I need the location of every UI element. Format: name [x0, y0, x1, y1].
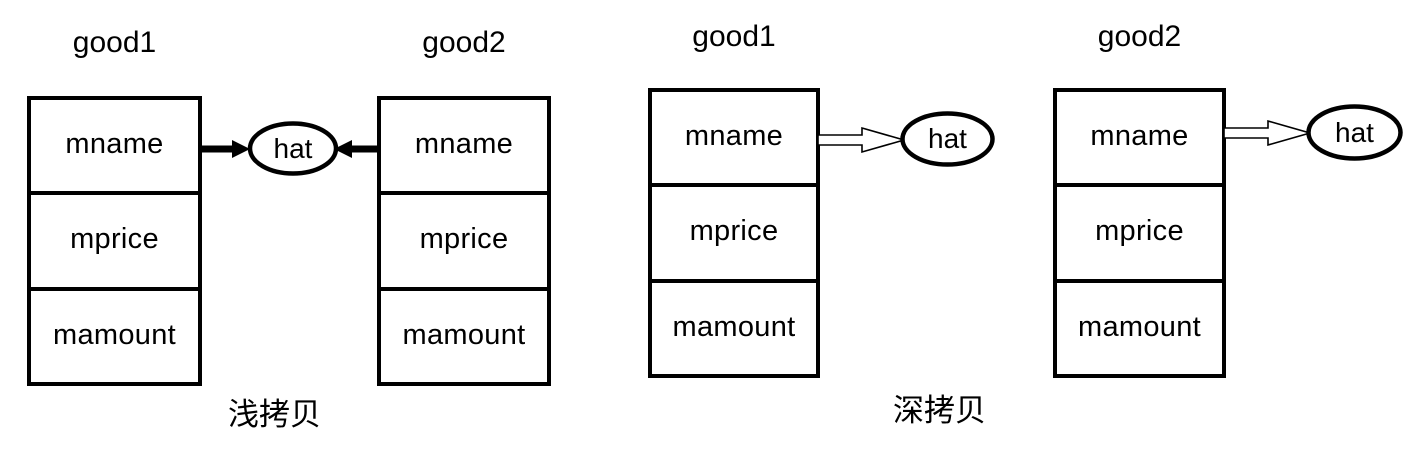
box-title-deep-good2: good2 — [1097, 20, 1182, 53]
box-title-shallow-good1: good1 — [72, 26, 157, 59]
struct-row: mprice — [31, 195, 198, 291]
ellipse-label: hat — [928, 123, 967, 154]
struct-row: mname — [31, 100, 198, 196]
field-label: mamount — [53, 318, 176, 351]
field-label: mprice — [70, 223, 159, 256]
struct-row: mprice — [381, 195, 547, 291]
arrow-deep-good2-to-hat — [1223, 116, 1313, 150]
caption-deep-copy: 深拷贝 — [893, 393, 986, 429]
field-label: mname — [414, 128, 514, 161]
struct-row: mamount — [652, 283, 816, 374]
struct-row: mprice — [1057, 187, 1222, 283]
struct-row: mname — [1057, 92, 1222, 188]
struct-row: mamount — [31, 291, 198, 382]
struct-box-shallow-good2: mname mprice mamount — [377, 96, 551, 386]
box-title-shallow-good2: good2 — [422, 26, 506, 59]
ellipse-node-shallow-hat: hat — [247, 121, 339, 176]
field-label: mname — [1090, 120, 1189, 153]
field-label: mprice — [419, 223, 509, 256]
caption-shallow-copy: 浅拷贝 — [228, 397, 321, 433]
field-label: mprice — [689, 215, 779, 248]
struct-row: mamount — [381, 291, 547, 382]
struct-box-shallow-good1: mname mprice mamount — [27, 96, 202, 386]
field-label: mamount — [1078, 310, 1201, 343]
struct-row: mname — [652, 92, 816, 188]
field-label: mname — [65, 128, 164, 161]
arrow-shallow-good2-to-hat — [334, 133, 380, 165]
field-label: mprice — [1095, 215, 1184, 248]
ellipse-label: hat — [273, 132, 313, 164]
field-label: mamount — [672, 310, 796, 343]
struct-row: mname — [381, 100, 547, 196]
ellipse-node-deep-good2-hat: hat — [1305, 104, 1404, 161]
arrow-shallow-good1-to-hat — [200, 133, 252, 165]
arrow-deep-good1-to-hat — [817, 123, 907, 157]
struct-box-deep-good1: mname mprice mamount — [648, 88, 820, 378]
field-label: mamount — [402, 318, 526, 351]
struct-row: mamount — [1057, 283, 1222, 374]
box-title-deep-good1: good1 — [692, 20, 776, 53]
struct-box-deep-good2: mname mprice mamount — [1053, 88, 1226, 378]
field-label: mname — [684, 120, 784, 153]
ellipse-label: hat — [1335, 116, 1374, 148]
struct-row: mprice — [652, 187, 816, 283]
ellipse-node-deep-good1-hat: hat — [899, 111, 996, 167]
